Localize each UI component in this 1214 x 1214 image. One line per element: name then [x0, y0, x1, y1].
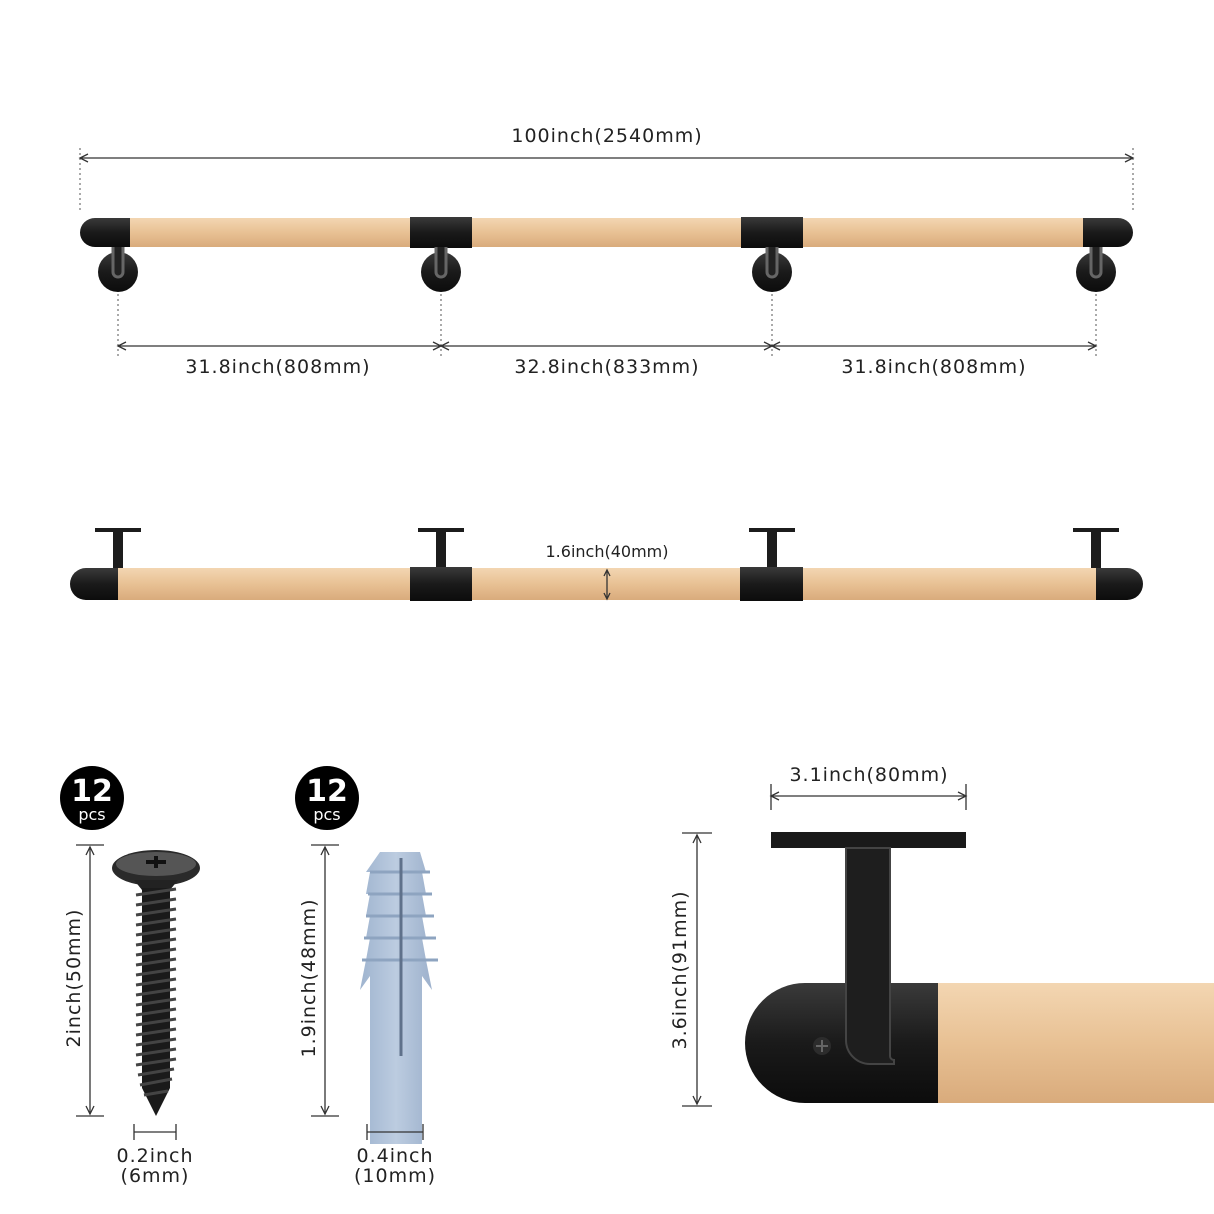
screw-section: 12 pcs 2inch(50mm) 0.2inch (6mm) [60, 766, 200, 1187]
screw-icon [112, 850, 200, 1116]
end-cap [745, 983, 938, 1103]
connector [410, 217, 472, 248]
screw-width-mm-label: (6mm) [121, 1165, 190, 1187]
screw-length-label: 2inch(50mm) [63, 909, 85, 1048]
wall-plate [771, 832, 966, 848]
wall-bracket [752, 247, 792, 292]
anchor-section: 12 pcs 1.9inch(48mm) 0.4inch (10mm) [295, 766, 438, 1187]
anchor-width-mm-label: (10mm) [354, 1165, 436, 1187]
wood-rail [938, 983, 1214, 1103]
screw-width-label: 0.2inch [116, 1145, 193, 1167]
top-view: 100inch(2540mm) 31.8inch(808mm) 32.8inch… [78, 125, 1135, 378]
end-cap-left [70, 568, 118, 600]
bracket-arm [845, 847, 895, 1065]
total-length-label: 100inch(2540mm) [511, 125, 702, 147]
end-cap-right [1083, 218, 1134, 247]
screw-head-icon [813, 1037, 831, 1055]
wall-anchor-icon [360, 852, 438, 1144]
bracket-detail: 3.1inch(80mm) 3.6inch(91mm) [669, 764, 1214, 1107]
end-cap-left [80, 218, 130, 247]
badge-unit: pcs [313, 805, 340, 824]
wall-bracket [421, 247, 461, 292]
wall-bracket [98, 247, 138, 292]
anchor-length-label: 1.9inch(48mm) [298, 898, 320, 1057]
connector [741, 217, 803, 248]
badge-unit: pcs [78, 805, 105, 824]
quantity-badge [295, 766, 359, 830]
plate-width-label: 3.1inch(80mm) [789, 764, 948, 786]
wall-bracket [1076, 247, 1116, 292]
badge-count: 12 [71, 774, 113, 809]
connector [740, 567, 803, 601]
wood-rail [95, 218, 1118, 247]
spacing-label: 31.8inch(808mm) [841, 356, 1026, 378]
spacing-label: 31.8inch(808mm) [185, 356, 370, 378]
side-view: 1.6inch(40mm) [70, 528, 1143, 601]
bracket-height-label: 3.6inch(91mm) [669, 890, 691, 1049]
badge-count: 12 [306, 774, 348, 809]
anchor-width-label: 0.4inch [356, 1145, 433, 1167]
spacing-label: 32.8inch(833mm) [514, 356, 699, 378]
quantity-badge [60, 766, 124, 830]
diameter-label: 1.6inch(40mm) [546, 542, 669, 561]
connector [410, 567, 472, 601]
end-cap-right [1096, 568, 1143, 600]
